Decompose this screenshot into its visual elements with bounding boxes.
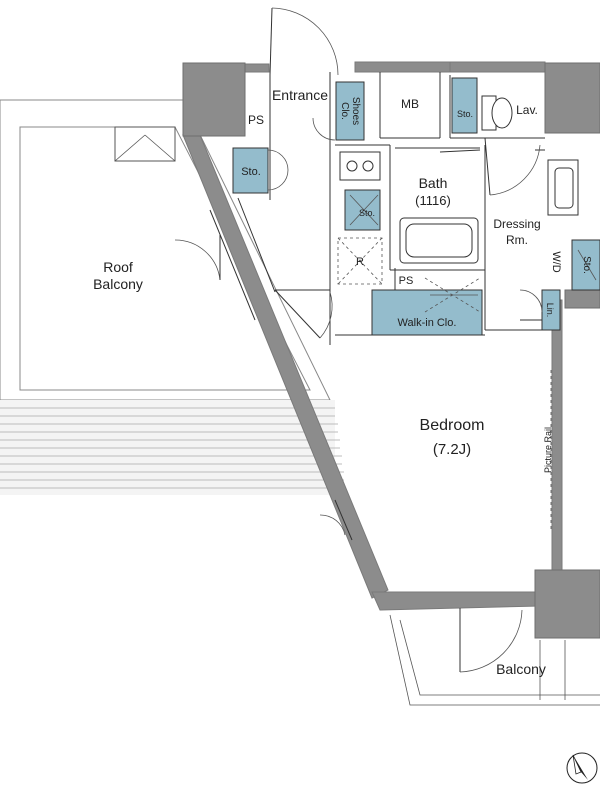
linen-label: Lin. [545, 303, 555, 318]
storage-lavatory-label: Sto. [457, 109, 473, 119]
storage-dressing-label: Sto. [581, 256, 592, 274]
roof-balcony-area [0, 99, 331, 401]
dressing-room-label-line2: Rm. [506, 233, 528, 247]
doors [174, 7, 543, 673]
storage-kitchen-label: Sto. [359, 208, 375, 218]
ps-label-upper: PS [248, 113, 264, 127]
svg-text:Lin.: Lin. [545, 303, 555, 318]
svg-text:Shoes: Shoes [350, 97, 361, 125]
shoes-closet [335, 81, 365, 141]
roof-balcony-deck [0, 400, 346, 495]
washbasin [547, 159, 579, 216]
storage-left [232, 147, 269, 194]
toilet [481, 95, 513, 131]
picture-rail-label: Picture Rail [543, 427, 553, 473]
bath-label: Bath [419, 175, 448, 191]
kitchen-cooktop [339, 151, 381, 181]
storage-lavatory [451, 77, 478, 134]
entrance-label: Entrance [272, 87, 328, 103]
svg-text:Sto.: Sto. [581, 256, 592, 274]
mb-label: MB [401, 97, 419, 111]
svg-text:Picture Rail: Picture Rail [543, 427, 553, 473]
svg-text:W/D: W/D [550, 251, 562, 272]
closet-hatching [349, 194, 597, 313]
shoes-closet-label: Shoes Clo. [339, 97, 361, 125]
bath-size-label: (1116) [415, 193, 451, 208]
north-arrow-icon [566, 752, 598, 784]
svg-text:Clo.: Clo. [339, 102, 350, 120]
refrigerator-label: R [356, 256, 364, 268]
refrigerator-space [337, 237, 383, 285]
bedroom-label: Bedroom [420, 417, 485, 434]
column-northeast [544, 62, 600, 134]
washer-dryer-label: W/D [550, 251, 562, 272]
lav-label: Lav. [516, 103, 538, 117]
ps-label-lower: PS [399, 275, 414, 287]
diagonal-windows [209, 197, 353, 541]
storage-kitchen [344, 189, 381, 231]
dressing-room-label-line1: Dressing [493, 217, 540, 231]
walk-in-closet-label: Walk-in Clo. [398, 317, 457, 329]
roof-balcony-label-line2: Balcony [93, 276, 143, 292]
balcony-area [389, 614, 600, 706]
storage-dressing [571, 239, 600, 291]
column-east [564, 289, 600, 309]
bedroom-size-label: (7.2J) [433, 441, 471, 458]
column-northwest [182, 62, 246, 137]
walk-in-closet [371, 289, 483, 336]
roof-balcony-label-line1: Roof [103, 259, 133, 275]
bathtub [399, 217, 479, 264]
storage-left-label: Sto. [241, 166, 261, 178]
balcony-label: Balcony [496, 661, 546, 677]
column-southeast [534, 569, 600, 639]
